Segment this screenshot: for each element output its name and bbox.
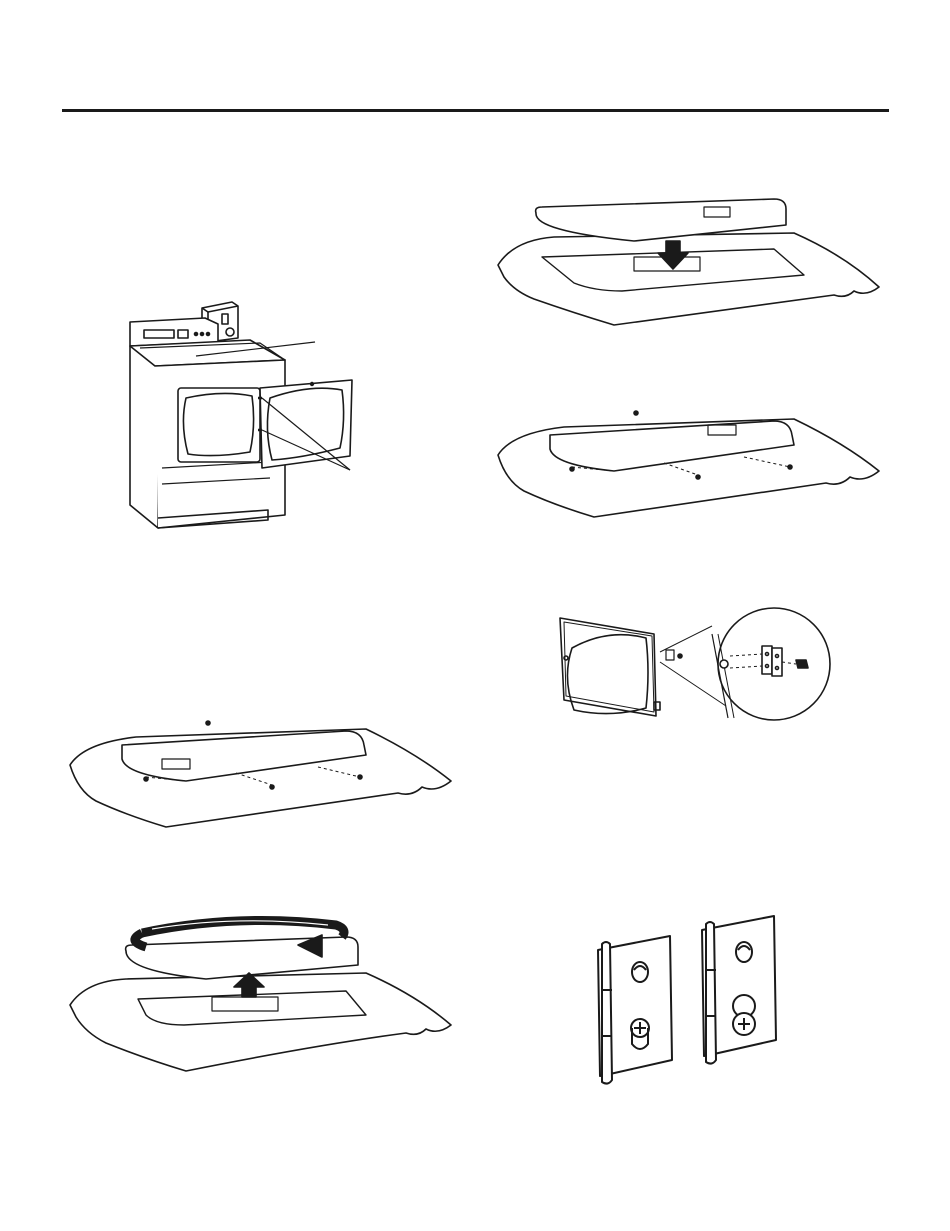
hinge-comparison-figure — [590, 910, 790, 1090]
open-door-icon — [258, 380, 352, 468]
hinge-icon — [598, 936, 672, 1084]
dryer-overview-figure — [110, 290, 380, 535]
dryer-icon — [110, 290, 380, 535]
lift-and-rotate-panel-figure — [66, 915, 458, 1085]
hinge-icon — [762, 646, 782, 676]
panel-flat-with-screws-figure — [494, 405, 886, 525]
panel-flat-with-screws-left-figure — [66, 715, 458, 835]
panel-icon — [126, 937, 358, 979]
header-rule — [62, 109, 889, 112]
door-icon — [560, 618, 660, 716]
hinge-icon — [702, 916, 776, 1064]
lower-panel-onto-cloth-figure — [494, 195, 886, 335]
door-hinge-detail-figure — [556, 606, 834, 722]
magnifier-circle-icon — [712, 608, 830, 720]
